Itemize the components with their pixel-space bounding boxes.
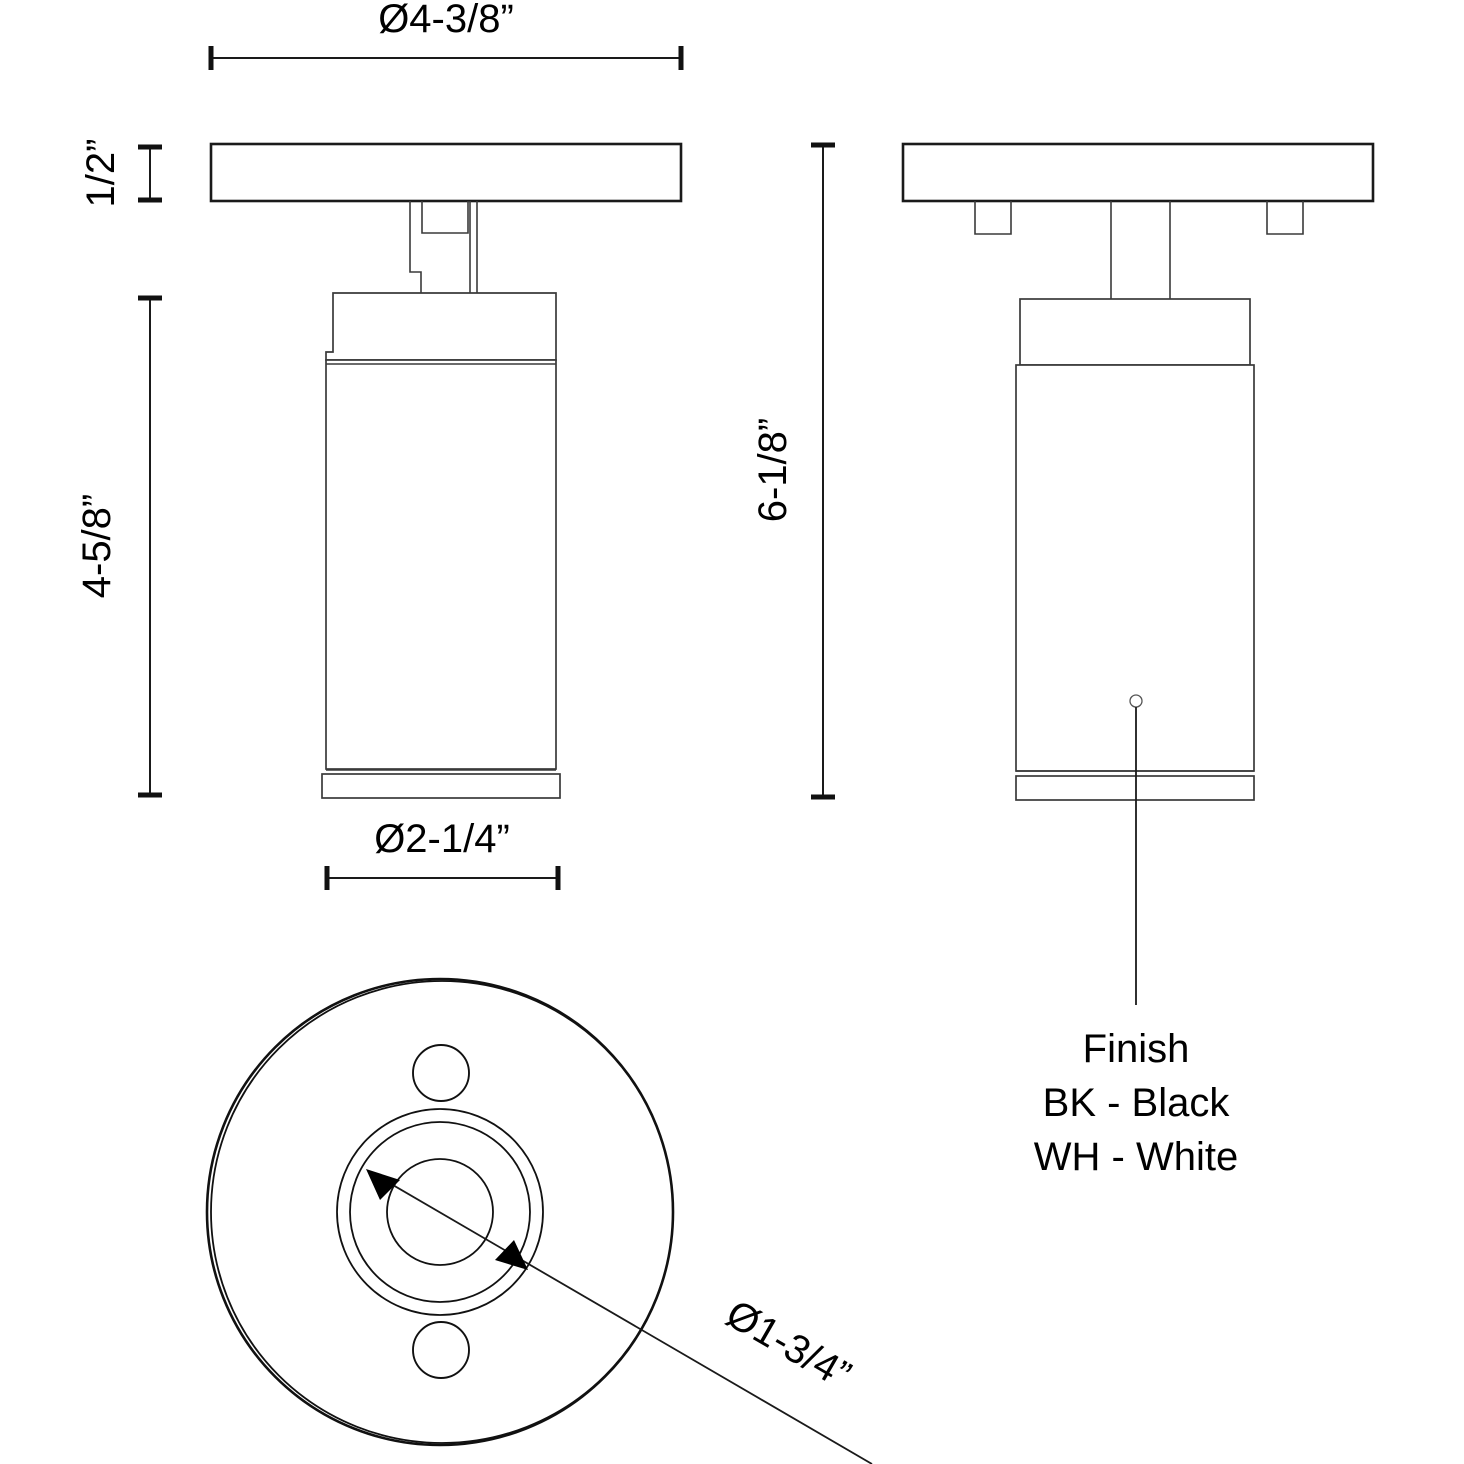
finish-option-black: BK - Black: [1043, 1081, 1231, 1125]
dimension-body-height: 4-5/8”: [75, 295, 162, 798]
mounting-tab-left: [974, 201, 1012, 235]
overall-height-label: 6-1/8”: [751, 418, 795, 523]
side-cylinder-collar: [1019, 298, 1251, 366]
canopy-diameter-label: Ø4-3/8”: [378, 0, 514, 41]
cylinder-bottom-trim: [321, 773, 561, 799]
plan-aperture-circle: [386, 1158, 494, 1266]
side-elevation-view: 6-1/8”: [751, 142, 1375, 1005]
plan-screw-hole-top: [412, 1044, 470, 1102]
stem-knuckle-block: [421, 201, 469, 234]
body-height-label: 4-5/8”: [75, 494, 119, 599]
canopy-height-label: 1/2”: [79, 139, 123, 208]
dimension-overall-height: 6-1/8”: [751, 142, 835, 800]
mounting-tab-right: [1266, 201, 1304, 235]
plan-outer-ring-inner-edge: [210, 980, 674, 1444]
stem-left-profile: [409, 201, 422, 293]
plan-reflector-ring-inner: [349, 1121, 531, 1303]
side-cylinder-bottom-trim: [1015, 775, 1255, 801]
bottom-plan-view: Ø1-3/4”: [205, 977, 873, 1464]
aperture-arrowhead-upper: [366, 1169, 400, 1200]
aperture-arrowhead-lower: [495, 1240, 528, 1270]
aperture-diameter-label: Ø1-3/4”: [719, 1292, 858, 1398]
side-canopy-plate: [901, 142, 1375, 203]
finish-leader: [1129, 694, 1143, 1005]
cylinder-collar: [325, 292, 557, 361]
side-cylinder-body: [1015, 364, 1255, 772]
dimension-canopy-diameter: Ø4-3/8”: [208, 0, 684, 70]
finish-note-block: Finish BK - Black WH - White: [1034, 1027, 1238, 1179]
dimension-canopy-height: 1/2”: [79, 139, 162, 208]
finish-option-white: WH - White: [1034, 1135, 1238, 1179]
plan-reflector-ring-outer: [336, 1108, 544, 1316]
finish-heading: Finish: [1083, 1027, 1190, 1071]
front-elevation-view: Ø4-3/8” 1/2” 4-5/8” Ø2-1/4”: [75, 0, 684, 890]
body-diameter-label: Ø2-1/4”: [374, 817, 510, 861]
aperture-diameter-dimline: [373, 1173, 873, 1464]
plan-screw-hole-bottom: [412, 1321, 470, 1379]
dimension-body-diameter: Ø2-1/4”: [324, 817, 561, 890]
canopy-plate: [209, 142, 683, 203]
cylinder-body: [325, 359, 557, 770]
